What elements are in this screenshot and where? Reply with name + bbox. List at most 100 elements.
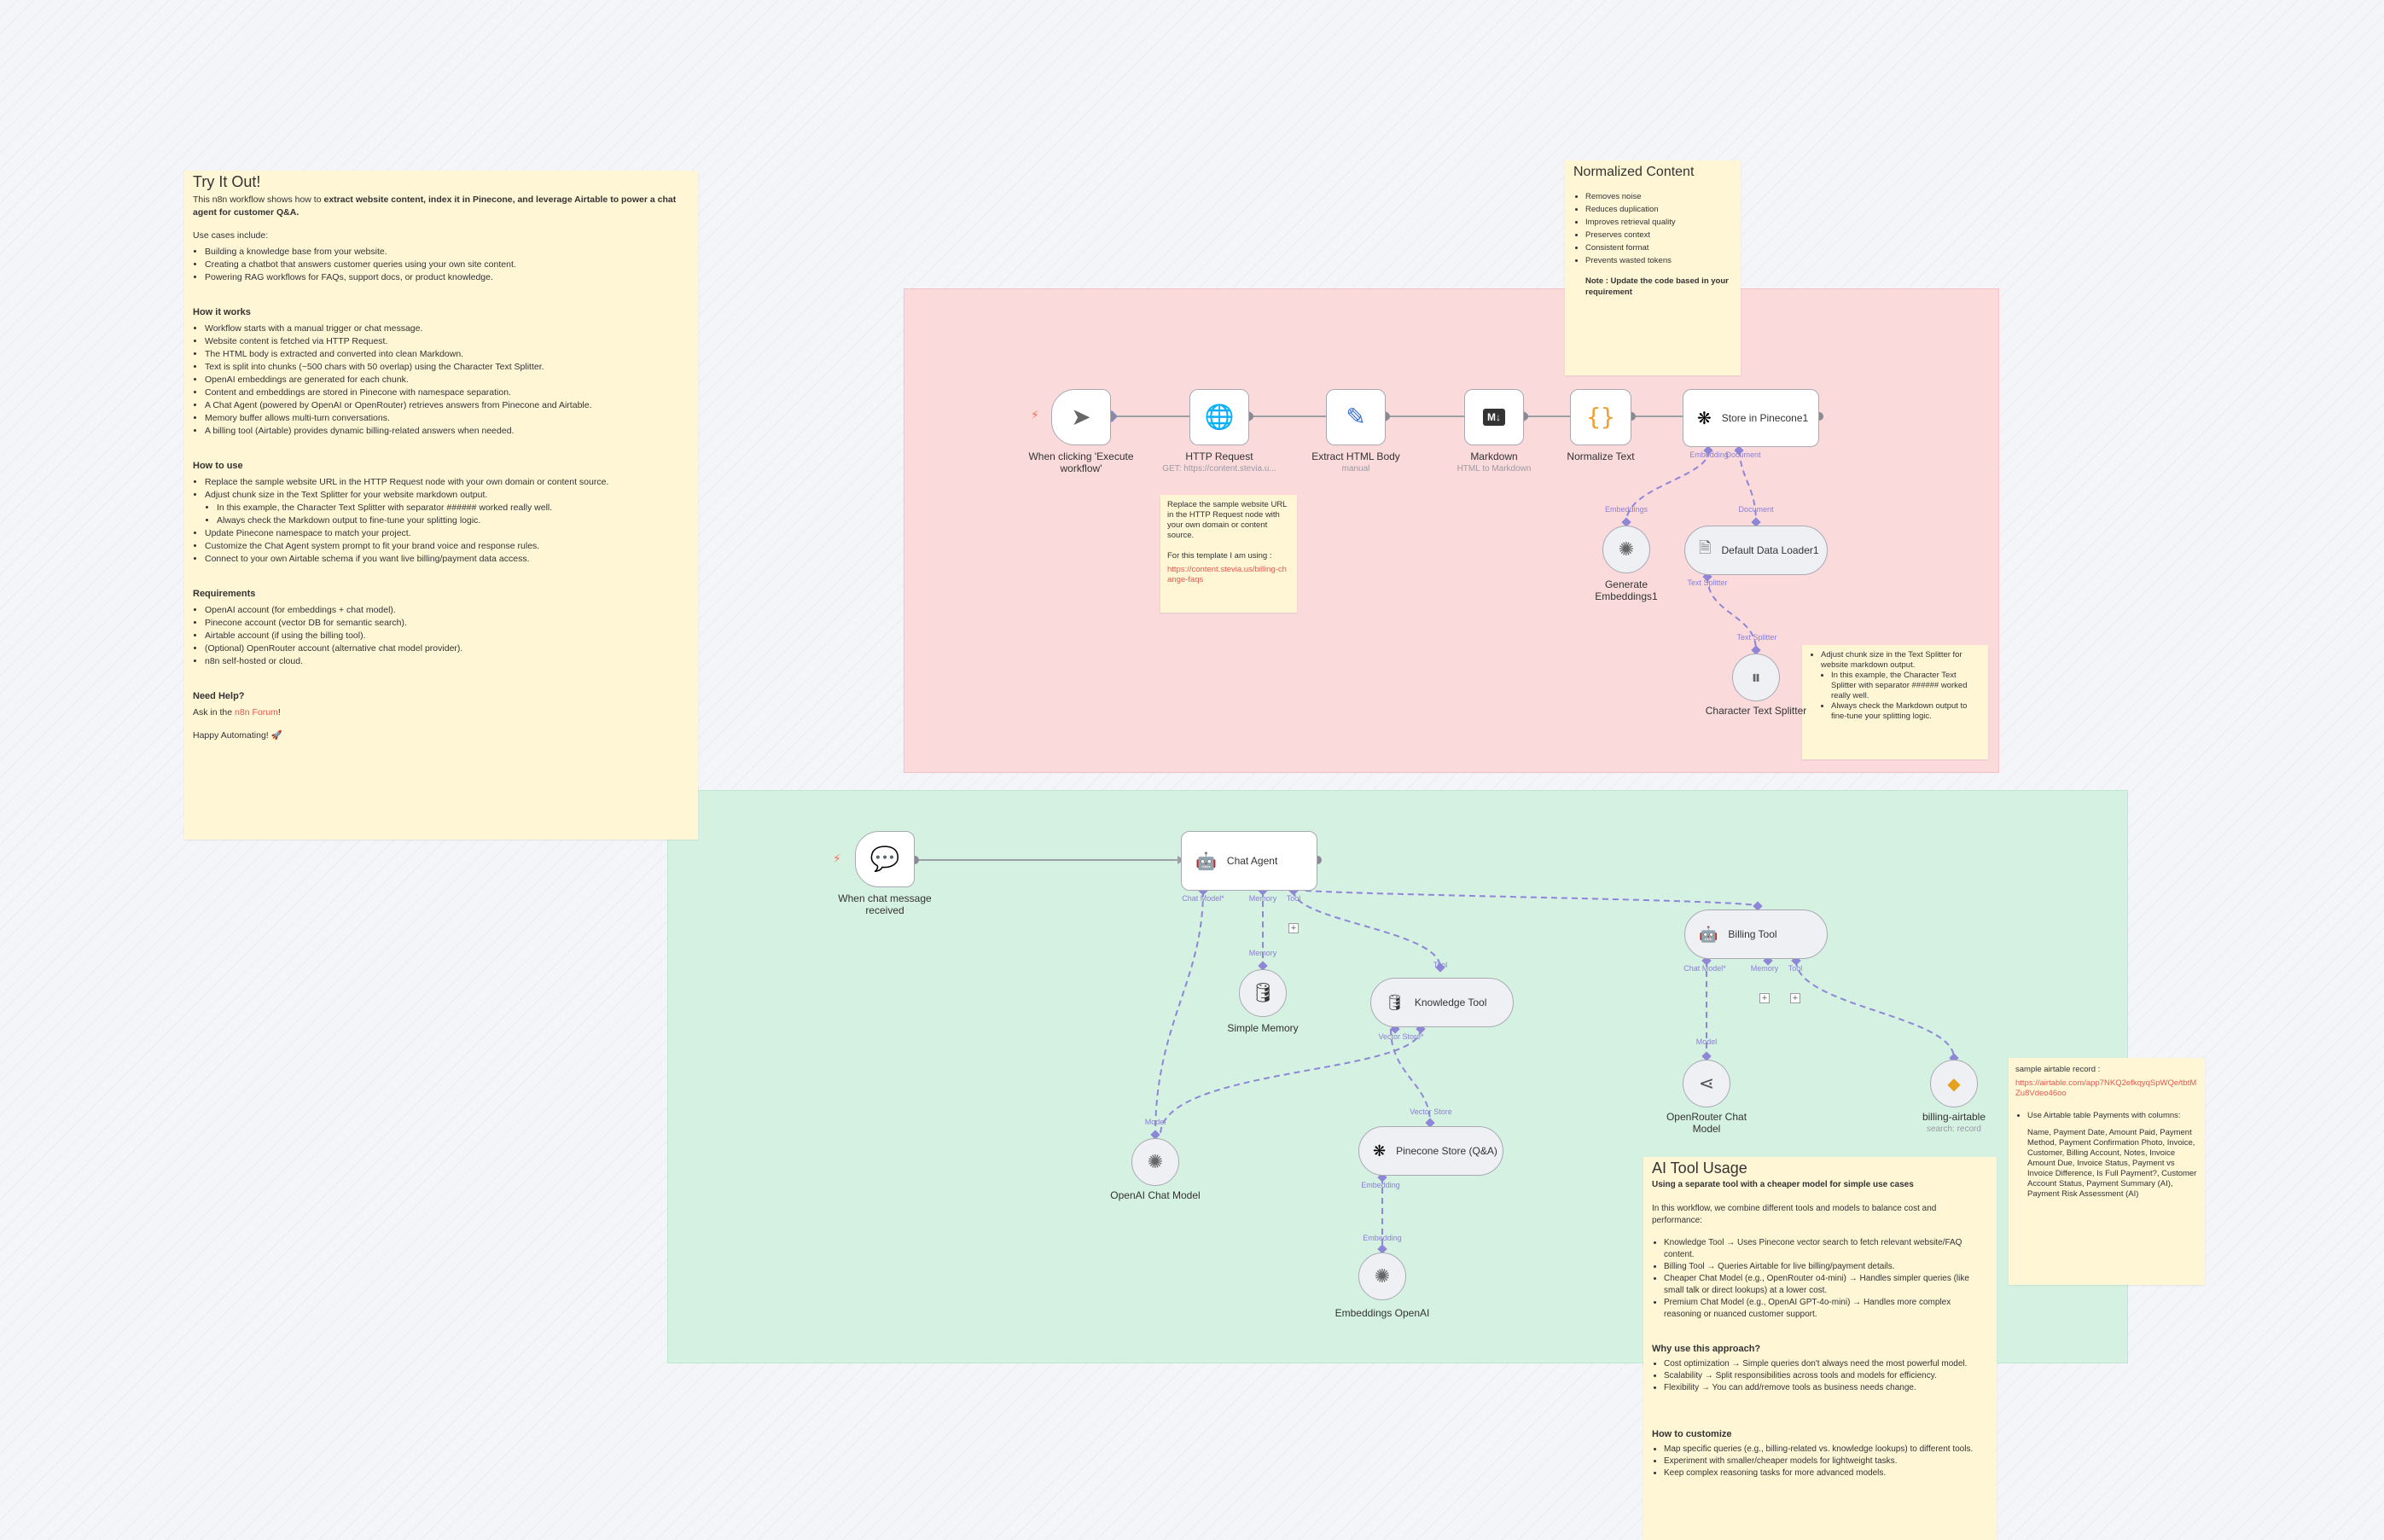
- pinecone-icon: ❋: [1373, 1142, 1387, 1159]
- port-embedding: Embedding: [1689, 450, 1729, 459]
- openai-icon: ✺: [1374, 1265, 1391, 1287]
- port-document: Document: [1725, 450, 1761, 459]
- normalized-content-note: Normalized Content Removes noise Reduces…: [1565, 160, 1741, 375]
- note-title: Try It Out!: [193, 173, 261, 190]
- chunk-line-1: Adjust chunk size in the Text Splitter f…: [1821, 650, 1981, 671]
- node-markdown[interactable]: M↓: [1464, 389, 1524, 445]
- node-extract-html-sub: manual: [1341, 464, 1370, 474]
- node-markdown-label: Markdown: [1470, 450, 1518, 462]
- how-to-use-heading: How to use: [193, 461, 243, 471]
- port-embedding-3: Embedding: [1363, 1234, 1402, 1242]
- normalized-note-text: Note : Update the code based in your req…: [1585, 276, 1729, 297]
- port-chat-model-2: Chat Model*: [1683, 964, 1726, 973]
- add-memory-button[interactable]: +: [1759, 993, 1770, 1003]
- node-normalize-text-label: Normalize Text: [1567, 450, 1635, 462]
- port-embeddings-1: Embeddings: [1604, 505, 1648, 514]
- port-memory-2: Memory: [1248, 949, 1277, 957]
- node-simple-memory[interactable]: 🛢: [1239, 969, 1287, 1017]
- customize-heading: How to customize: [1652, 1429, 1732, 1439]
- use-cases-list: Building a knowledge base from your webs…: [193, 246, 689, 284]
- node-embeddings-openai-label: Embeddings OpenAI: [1334, 1307, 1430, 1319]
- port-vector-store: Vector Store*: [1378, 1032, 1424, 1041]
- node-billing-tool-label: Billing Tool: [1728, 928, 1777, 940]
- airtable-columns: Name, Payment Date, Amount Paid, Payment…: [2027, 1128, 2197, 1199]
- node-openrouter[interactable]: ⋖: [1683, 1060, 1730, 1107]
- airtable-record-note: sample airtable record : https://airtabl…: [2009, 1058, 2205, 1285]
- node-billing-tool[interactable]: 🤖 Billing Tool: [1684, 909, 1828, 959]
- splitter-icon: ⏸: [1751, 666, 1761, 688]
- pinecone-icon: ❋: [1697, 409, 1712, 428]
- node-store-pinecone-label: Store in Pinecone1: [1721, 412, 1809, 424]
- why-heading: Why use this approach?: [1652, 1344, 1761, 1354]
- openrouter-icon: ⋖: [1698, 1072, 1715, 1094]
- ai-tool-title: AI Tool Usage: [1652, 1159, 1747, 1177]
- openai-icon: ✺: [1618, 538, 1635, 560]
- airtable-title: sample airtable record :: [2015, 1065, 2101, 1074]
- node-normalize-text[interactable]: {}: [1570, 389, 1631, 445]
- replace-text: Replace the sample website URL in the HT…: [1167, 500, 1288, 540]
- node-openai-chat[interactable]: ✺: [1131, 1138, 1179, 1186]
- node-extract-html[interactable]: ✎: [1326, 389, 1386, 445]
- port-memory: Memory: [1248, 894, 1277, 903]
- code-braces-icon: {}: [1586, 403, 1615, 431]
- node-chat-agent[interactable]: 🤖 Chat Agent: [1181, 831, 1317, 891]
- database-icon: 🛢: [1251, 982, 1275, 1003]
- node-knowledge-tool[interactable]: 🛢 Knowledge Tool: [1370, 978, 1514, 1027]
- replace-url-note: Replace the sample website URL in the HT…: [1160, 495, 1297, 613]
- node-knowledge-tool-label: Knowledge Tool: [1414, 997, 1487, 1008]
- requirements-list: OpenAI account (for embeddings + chat mo…: [193, 604, 689, 668]
- port-chat-model: Chat Model*: [1182, 894, 1224, 903]
- node-store-pinecone[interactable]: ❋ Store in Pinecone1: [1683, 389, 1819, 447]
- need-help-text: Ask in the n8n Forum!: [193, 707, 281, 718]
- add-tool-button-2[interactable]: +: [1790, 993, 1800, 1003]
- chat-bubble-icon: 💬: [869, 846, 900, 872]
- node-character-splitter[interactable]: ⏸: [1732, 654, 1780, 701]
- sign-off: Happy Automating! 🚀: [193, 730, 282, 741]
- openai-icon: ✺: [1147, 1151, 1164, 1172]
- node-default-loader[interactable]: 🗎 Default Data Loader1: [1684, 526, 1828, 575]
- why-list: Cost optimization → Simple queries don't…: [1652, 1358, 1988, 1394]
- template-link[interactable]: https://content.stevia.us/billing-change…: [1167, 565, 1287, 584]
- add-tool-button[interactable]: +: [1288, 923, 1299, 933]
- note-intro: This n8n workflow shows how to extract w…: [193, 195, 677, 218]
- forum-link[interactable]: n8n Forum: [235, 707, 278, 718]
- port-tool-3: Tool: [1788, 964, 1803, 973]
- requirements-heading: Requirements: [193, 589, 256, 599]
- customize-list: Map specific queries (e.g., billing-rela…: [1652, 1444, 1988, 1479]
- node-http-request-label: HTTP Request: [1185, 450, 1253, 462]
- node-character-splitter-label: Character Text Splitter: [1705, 705, 1807, 717]
- try-it-out-note: Try It Out! This n8n workflow shows how …: [184, 171, 698, 840]
- port-document-2: Document: [1738, 505, 1774, 514]
- port-embedding-2: Embedding: [1361, 1181, 1400, 1189]
- node-embeddings-openai[interactable]: ✺: [1358, 1252, 1406, 1300]
- template-text: For this template I am using :: [1167, 551, 1272, 561]
- node-billing-airtable[interactable]: ◆: [1930, 1060, 1978, 1107]
- airtable-link[interactable]: https://airtable.com/app7NKQ2efkqyqSpWQe…: [2015, 1078, 2197, 1098]
- pencil-icon: ✎: [1346, 404, 1366, 430]
- node-generate-embeddings[interactable]: ✺: [1602, 526, 1650, 573]
- node-default-loader-label: Default Data Loader1: [1721, 544, 1819, 556]
- node-markdown-sub: HTML to Markdown: [1457, 464, 1532, 474]
- chunk-line-3: Always check the Markdown output to fine…: [1831, 701, 1981, 722]
- how-it-works-heading: How it works: [193, 307, 251, 317]
- node-manual-trigger-label: When clicking 'Execute workflow': [1028, 450, 1134, 474]
- node-simple-memory-label: Simple Memory: [1227, 1022, 1299, 1034]
- chunk-size-note: Adjust chunk size in the Text Splitter f…: [1802, 645, 1988, 759]
- ai-tool-usage-note: AI Tool Usage Using a separate tool with…: [1643, 1157, 1997, 1540]
- port-tool: Tool: [1286, 894, 1301, 903]
- port-model-2: Model: [1695, 1037, 1718, 1046]
- cursor-icon: ➤: [1071, 404, 1091, 430]
- node-manual-trigger[interactable]: ➤: [1051, 389, 1111, 445]
- document-icon: 🗎: [1699, 539, 1712, 556]
- globe-icon: 🌐: [1204, 404, 1235, 430]
- node-chat-agent-label: Chat Agent: [1226, 855, 1278, 867]
- node-http-request[interactable]: 🌐: [1189, 389, 1249, 445]
- node-pinecone-store[interactable]: ❋ Pinecone Store (Q&A): [1358, 1126, 1503, 1176]
- robot-icon: 🤖: [1195, 851, 1217, 871]
- node-generate-embeddings-label: Generate Embeddings1: [1595, 578, 1658, 602]
- node-billing-airtable-sub: search: record: [1927, 1124, 1981, 1134]
- trigger-bolt-icon: ⚡: [1031, 408, 1039, 421]
- port-tool-2: Tool: [1433, 961, 1448, 969]
- node-chat-trigger[interactable]: 💬: [855, 831, 915, 887]
- how-it-works-list: Workflow starts with a manual trigger or…: [193, 323, 689, 438]
